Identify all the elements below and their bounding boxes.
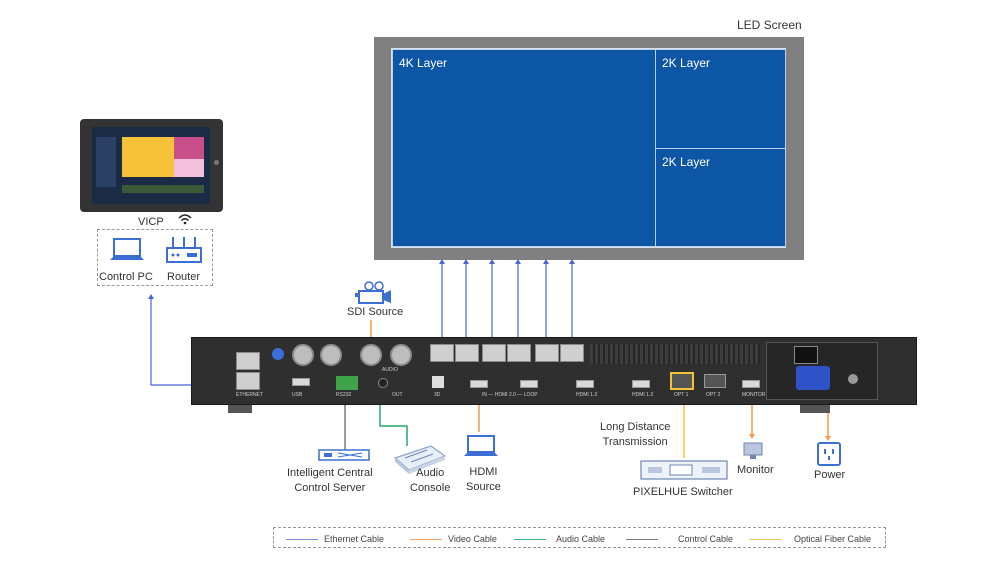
monitor-port[interactable]	[742, 380, 760, 388]
layer-2k-top-label: 2K Layer	[662, 56, 711, 70]
audio-out-jack[interactable]	[378, 378, 388, 388]
hdmi-1-3-port[interactable]	[576, 380, 594, 388]
device-foot-left	[228, 405, 252, 413]
legend-audio-label: Audio Cable	[556, 534, 606, 544]
legend-ethernet-label: Ethernet Cable	[324, 534, 385, 544]
vent-grille	[590, 344, 760, 364]
sdi-loop-bnc[interactable]	[390, 344, 412, 366]
ethernet-control-port-2[interactable]	[236, 372, 260, 390]
output-port-2[interactable]	[455, 344, 479, 362]
pixelhue-switcher-label: PIXELHUE Switcher	[633, 486, 733, 498]
sdi-source-label: SDI Source	[347, 306, 404, 318]
opt2-port[interactable]	[704, 374, 726, 388]
layer-4k-label: 4K Layer	[399, 56, 448, 70]
layer-2k-bottom-label: 2K Layer	[662, 155, 711, 169]
output-port-6[interactable]	[560, 344, 584, 362]
legend-video-label: Video Cable	[448, 534, 497, 544]
legend-control-label: Control Cable	[678, 534, 734, 544]
router-icon	[166, 237, 202, 263]
ethernet-control-port[interactable]	[236, 352, 260, 370]
power-outlet-icon	[817, 442, 841, 466]
power-label: Power	[814, 469, 846, 481]
legend-line-video	[410, 539, 442, 540]
legend-line-fiber	[749, 539, 781, 540]
router-label: Router	[167, 271, 201, 283]
sdi-in-bnc[interactable]	[360, 344, 382, 366]
power-inlet[interactable]	[796, 366, 830, 390]
monitor-label: Monitor	[737, 464, 774, 476]
cable-legend: Ethernet Cable Video Cable Audio Cable C…	[273, 527, 886, 548]
hdmi-1-3-port-2[interactable]	[632, 380, 650, 388]
legend-line-ethernet	[286, 539, 318, 540]
vicp-label: VICP	[138, 216, 164, 228]
reset-button[interactable]	[272, 348, 284, 360]
video-processor-device: ETHERNET USB RS232 AUDIO OUT 3D IN — HDM…	[191, 337, 917, 405]
output-port-4[interactable]	[507, 344, 531, 362]
audio-console-icon	[393, 445, 447, 474]
genlock-loop-bnc[interactable]	[320, 344, 342, 366]
genlock-in-bnc[interactable]	[292, 344, 314, 366]
control-group-box	[97, 229, 213, 286]
legend-line-control	[626, 539, 658, 540]
3d-port[interactable]	[432, 376, 444, 388]
vicp-tablet-screen	[92, 127, 210, 204]
ground-terminal[interactable]	[848, 374, 858, 384]
output-port-1[interactable]	[430, 344, 454, 362]
power-switch[interactable]	[794, 346, 818, 364]
audio-console-label: Audio Console	[410, 467, 451, 494]
hdmi-laptop-icon	[464, 435, 498, 456]
camera-icon	[355, 281, 391, 304]
central-server-label: Intelligent Central Control Server	[287, 467, 373, 494]
switcher-icon	[640, 460, 728, 480]
layer-2k-bottom: 2K Layer	[655, 148, 786, 247]
device-foot-right	[800, 405, 830, 413]
legend-line-audio	[514, 539, 546, 540]
laptop-icon	[110, 238, 144, 260]
led-screen-panel: 4K Layer 2K Layer 2K Layer	[391, 48, 786, 248]
long-distance-label: Long Distance Transmission	[600, 421, 671, 448]
legend-fiber-label: Optical Fiber Cable	[794, 534, 872, 544]
rs232-terminal[interactable]	[336, 376, 358, 390]
led-screen-title: LED Screen	[737, 18, 802, 32]
output-port-3[interactable]	[482, 344, 506, 362]
output-port-5[interactable]	[535, 344, 559, 362]
control-pc-label: Control PC	[99, 271, 153, 283]
monitor-icon	[743, 442, 763, 459]
hdmi-in-port[interactable]	[470, 380, 488, 388]
tablet-home-button	[214, 160, 219, 165]
wifi-icon	[178, 214, 192, 225]
opt1-port[interactable]	[670, 372, 694, 390]
server-icon	[318, 449, 370, 461]
hdmi-loop-port[interactable]	[520, 380, 538, 388]
usb-port[interactable]	[292, 378, 310, 386]
hdmi-source-label: HDMI Source	[466, 466, 501, 493]
